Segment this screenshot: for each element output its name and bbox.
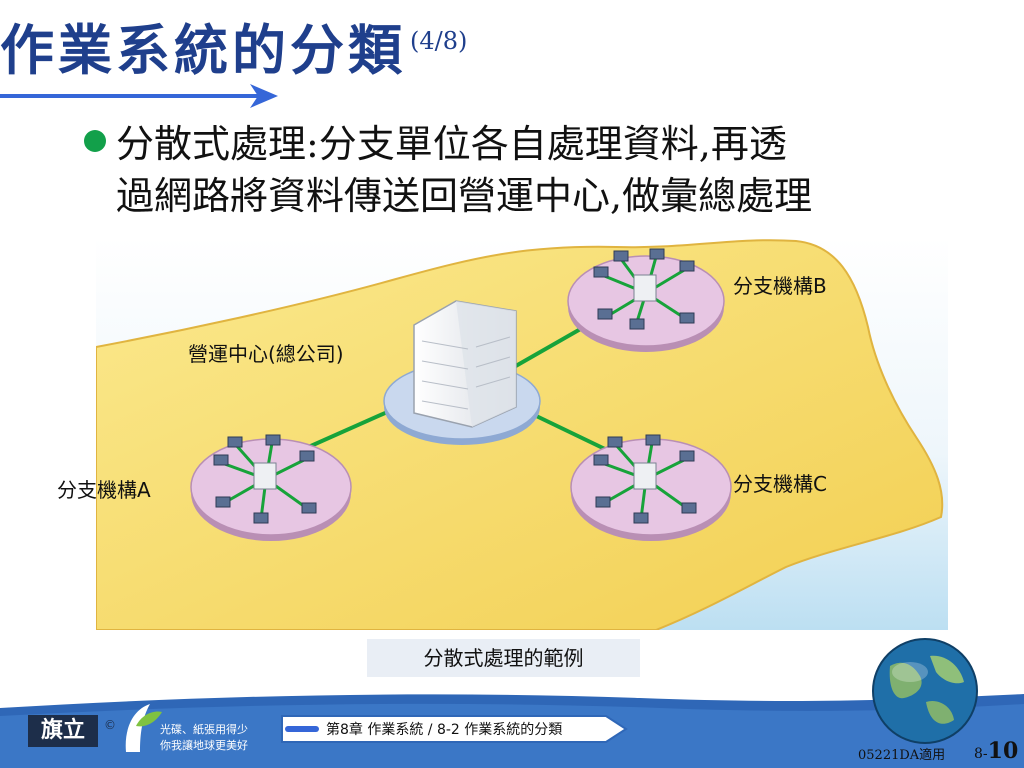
- chapter-breadcrumb: 第8章 作業系統 / 8-2 作業系統的分類: [326, 722, 563, 738]
- publisher-logo: 旗立: [28, 715, 98, 747]
- headquarters-node: [383, 300, 541, 445]
- eco-slogan: 光碟、紙張用得少 你我讓地球更美好: [160, 722, 248, 754]
- eco-slogan-line-2: 你我讓地球更美好: [160, 739, 248, 752]
- eco-slogan-line-1: 光碟、紙張用得少: [160, 723, 248, 736]
- bullet-dot-icon: [84, 130, 106, 152]
- label-branch-c: 分支機構C: [733, 472, 827, 496]
- label-branch-b: 分支機構B: [733, 274, 827, 298]
- branch-c-node: [570, 434, 732, 541]
- diagram-caption: 分散式處理的範例: [367, 639, 640, 677]
- distributed-processing-diagram: [96, 237, 948, 630]
- page-number-prefix: 8-: [974, 746, 988, 762]
- leaf-icon: [125, 704, 162, 752]
- course-code: 05221DA適用: [858, 748, 946, 763]
- bullet-line-1: 分散式處理:分支單位各自處理資料,再透: [116, 122, 787, 166]
- bullet-line-2: 過網路將資料傳送回營運中心,做彙總處理: [116, 174, 813, 218]
- branch-a-node: [190, 434, 352, 541]
- copyright-symbol: ©: [104, 718, 116, 732]
- chapter-arrow-box: [281, 715, 628, 743]
- slide-title-page-counter: (4/8): [410, 27, 468, 55]
- page-number-value: 10: [987, 738, 1019, 764]
- label-headquarters: 營運中心(總公司): [188, 342, 344, 366]
- slide-title: 作業系統的分類(4/8): [0, 6, 467, 86]
- title-underline-arrow-icon: [0, 84, 278, 108]
- globe-icon: [872, 638, 978, 744]
- label-branch-a: 分支機構A: [57, 478, 151, 502]
- bullet-text: 分散式處理:分支單位各自處理資料,再透 過網路將資料傳送回營運中心,做彙總處理: [116, 118, 1016, 222]
- slide-title-main: 作業系統的分類: [0, 18, 406, 82]
- page-number: 8-10: [974, 738, 1018, 764]
- branch-b-node: [567, 248, 725, 352]
